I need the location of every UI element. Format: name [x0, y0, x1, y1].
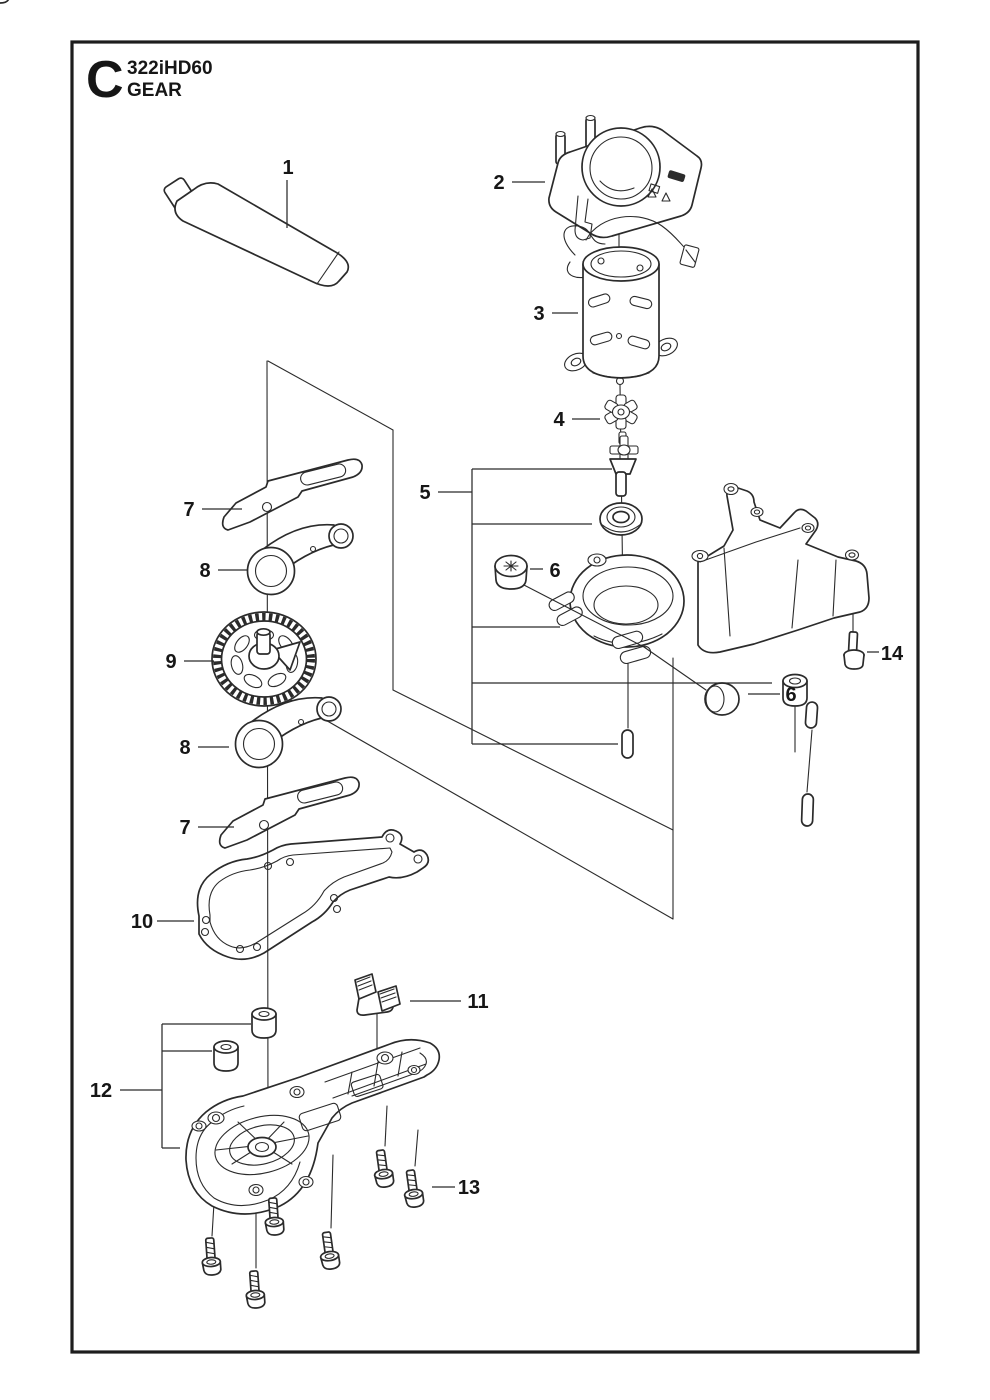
callout-6-lower: 6 — [785, 684, 796, 706]
model-number: 322iHD60 — [127, 58, 213, 79]
part-blade-plate-lower — [218, 776, 360, 849]
callout-3: 3 — [533, 303, 544, 325]
part-drive-gear — [211, 611, 317, 707]
callout-6-upper: 6 — [549, 560, 560, 582]
part-motor-mount — [548, 114, 703, 241]
part-cable-clamp — [354, 973, 401, 1016]
assembly-axis-lines — [211, 227, 854, 1269]
callout-2: 2 — [493, 172, 504, 194]
callout-4: 4 — [553, 409, 565, 431]
callout-11: 11 — [467, 991, 488, 1013]
drawing-border — [70, 40, 920, 1354]
part-gasket — [196, 829, 430, 961]
callout-9: 9 — [165, 651, 176, 673]
callout-8-lower: 8 — [179, 737, 190, 759]
part-grease-tube — [163, 177, 350, 287]
part-screw-4 — [316, 1230, 342, 1272]
part-screw-6 — [400, 1168, 426, 1210]
part-pinion-gear — [604, 394, 638, 430]
part-bushing-lower — [213, 1040, 239, 1072]
part-ball-bearing — [599, 502, 643, 536]
callout-13: 13 — [458, 1177, 480, 1199]
part-screw-2 — [243, 1269, 267, 1310]
part-electric-motor — [563, 215, 700, 386]
callout-labels: 1 2 3 4 5 6 6 7 8 9 8 7 10 11 12 13 14 — [90, 157, 904, 1199]
callout-5: 5 — [419, 482, 430, 504]
assembly-name: GEAR — [127, 80, 182, 101]
callout-10: 10 — [131, 911, 153, 933]
part-plug-lower — [643, 646, 740, 716]
part-bushing-housing — [782, 673, 808, 707]
part-bushing-upper — [251, 1007, 277, 1039]
part-gear-housing — [548, 482, 870, 665]
part-screw-1 — [199, 1236, 223, 1277]
callout-7-upper: 7 — [183, 499, 194, 521]
section-letter: C — [86, 51, 124, 109]
part-cover-plate — [185, 1038, 441, 1215]
callout-7-lower: 7 — [179, 817, 190, 839]
part-screw-14 — [843, 631, 865, 670]
callout-14: 14 — [881, 643, 904, 665]
part-pins — [621, 701, 819, 827]
part-plug-upper — [494, 554, 647, 649]
part-screw-5 — [370, 1148, 396, 1190]
callout-leader-lines — [120, 180, 879, 1188]
part-gear-shaft — [609, 431, 639, 497]
part-connecting-rod-upper — [246, 523, 354, 596]
part-blade-plate-upper — [221, 458, 363, 531]
part-connecting-rod-lower — [234, 696, 342, 769]
callout-12: 12 — [90, 1080, 112, 1102]
callout-8-upper: 8 — [199, 560, 210, 582]
title-block: C 322iHD60 GEAR — [86, 51, 213, 109]
callout-1: 1 — [282, 157, 293, 179]
part-screw — [0, 0, 10, 4]
